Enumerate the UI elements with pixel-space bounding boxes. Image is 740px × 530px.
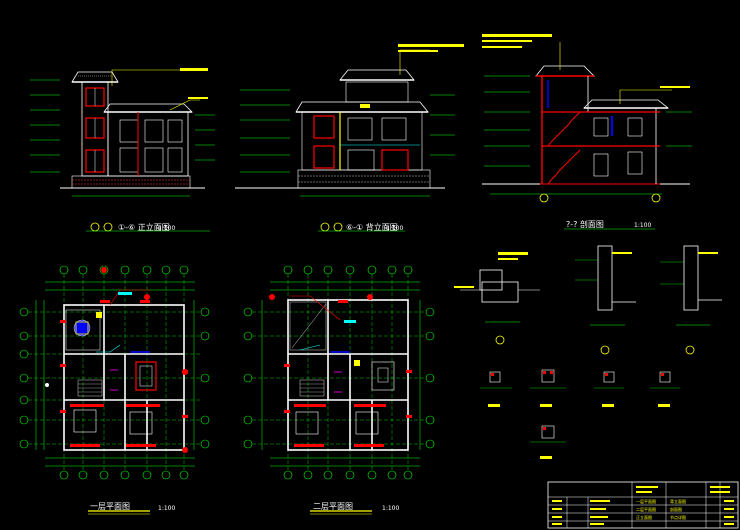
title-block-row-1: 一层平面图 — [636, 498, 656, 504]
floor1-plan: 一层平面图 1:100 — [19, 265, 210, 515]
title-block-row-4: 背立面图 — [670, 498, 686, 504]
title-block-row-6: 节点详图 — [670, 514, 686, 520]
section-view: ?-? 剖面图 1:100 — [482, 34, 692, 230]
floor2-plan-title: 二层平面图 — [313, 502, 353, 511]
title-block: 一层平面图 二层平面图 正立面图 背立面图 剖面图 节点详图 — [547, 481, 739, 529]
construction-details — [454, 245, 722, 459]
title-block-row-5: 剖面图 — [670, 506, 682, 512]
section-title: ?-? 剖面图 — [566, 219, 604, 229]
floor2-plan-scale: 1:100 — [382, 505, 399, 512]
front-elevation-title: ①-⑥ 正立面图 — [118, 222, 170, 232]
front-elevation: ①-⑥ 正立面图 1:100 — [30, 68, 215, 232]
floor1-plan-scale: 1:100 — [158, 505, 175, 512]
back-elevation-scale: 1:100 — [386, 225, 403, 232]
title-block-row-2: 二层平面图 — [636, 506, 656, 512]
section-scale: 1:100 — [634, 222, 651, 229]
title-block-row-3: 正立面图 — [636, 514, 652, 520]
back-elevation-title: ⑥-① 背立面图 — [346, 222, 398, 232]
front-elevation-scale: 1:100 — [158, 225, 175, 232]
floor1-plan-title: 一层平面图 — [90, 502, 130, 511]
floor2-plan: 二层平面图 1:100 — [243, 265, 435, 515]
back-elevation: ⑥-① 背立面图 1:100 — [235, 44, 464, 232]
